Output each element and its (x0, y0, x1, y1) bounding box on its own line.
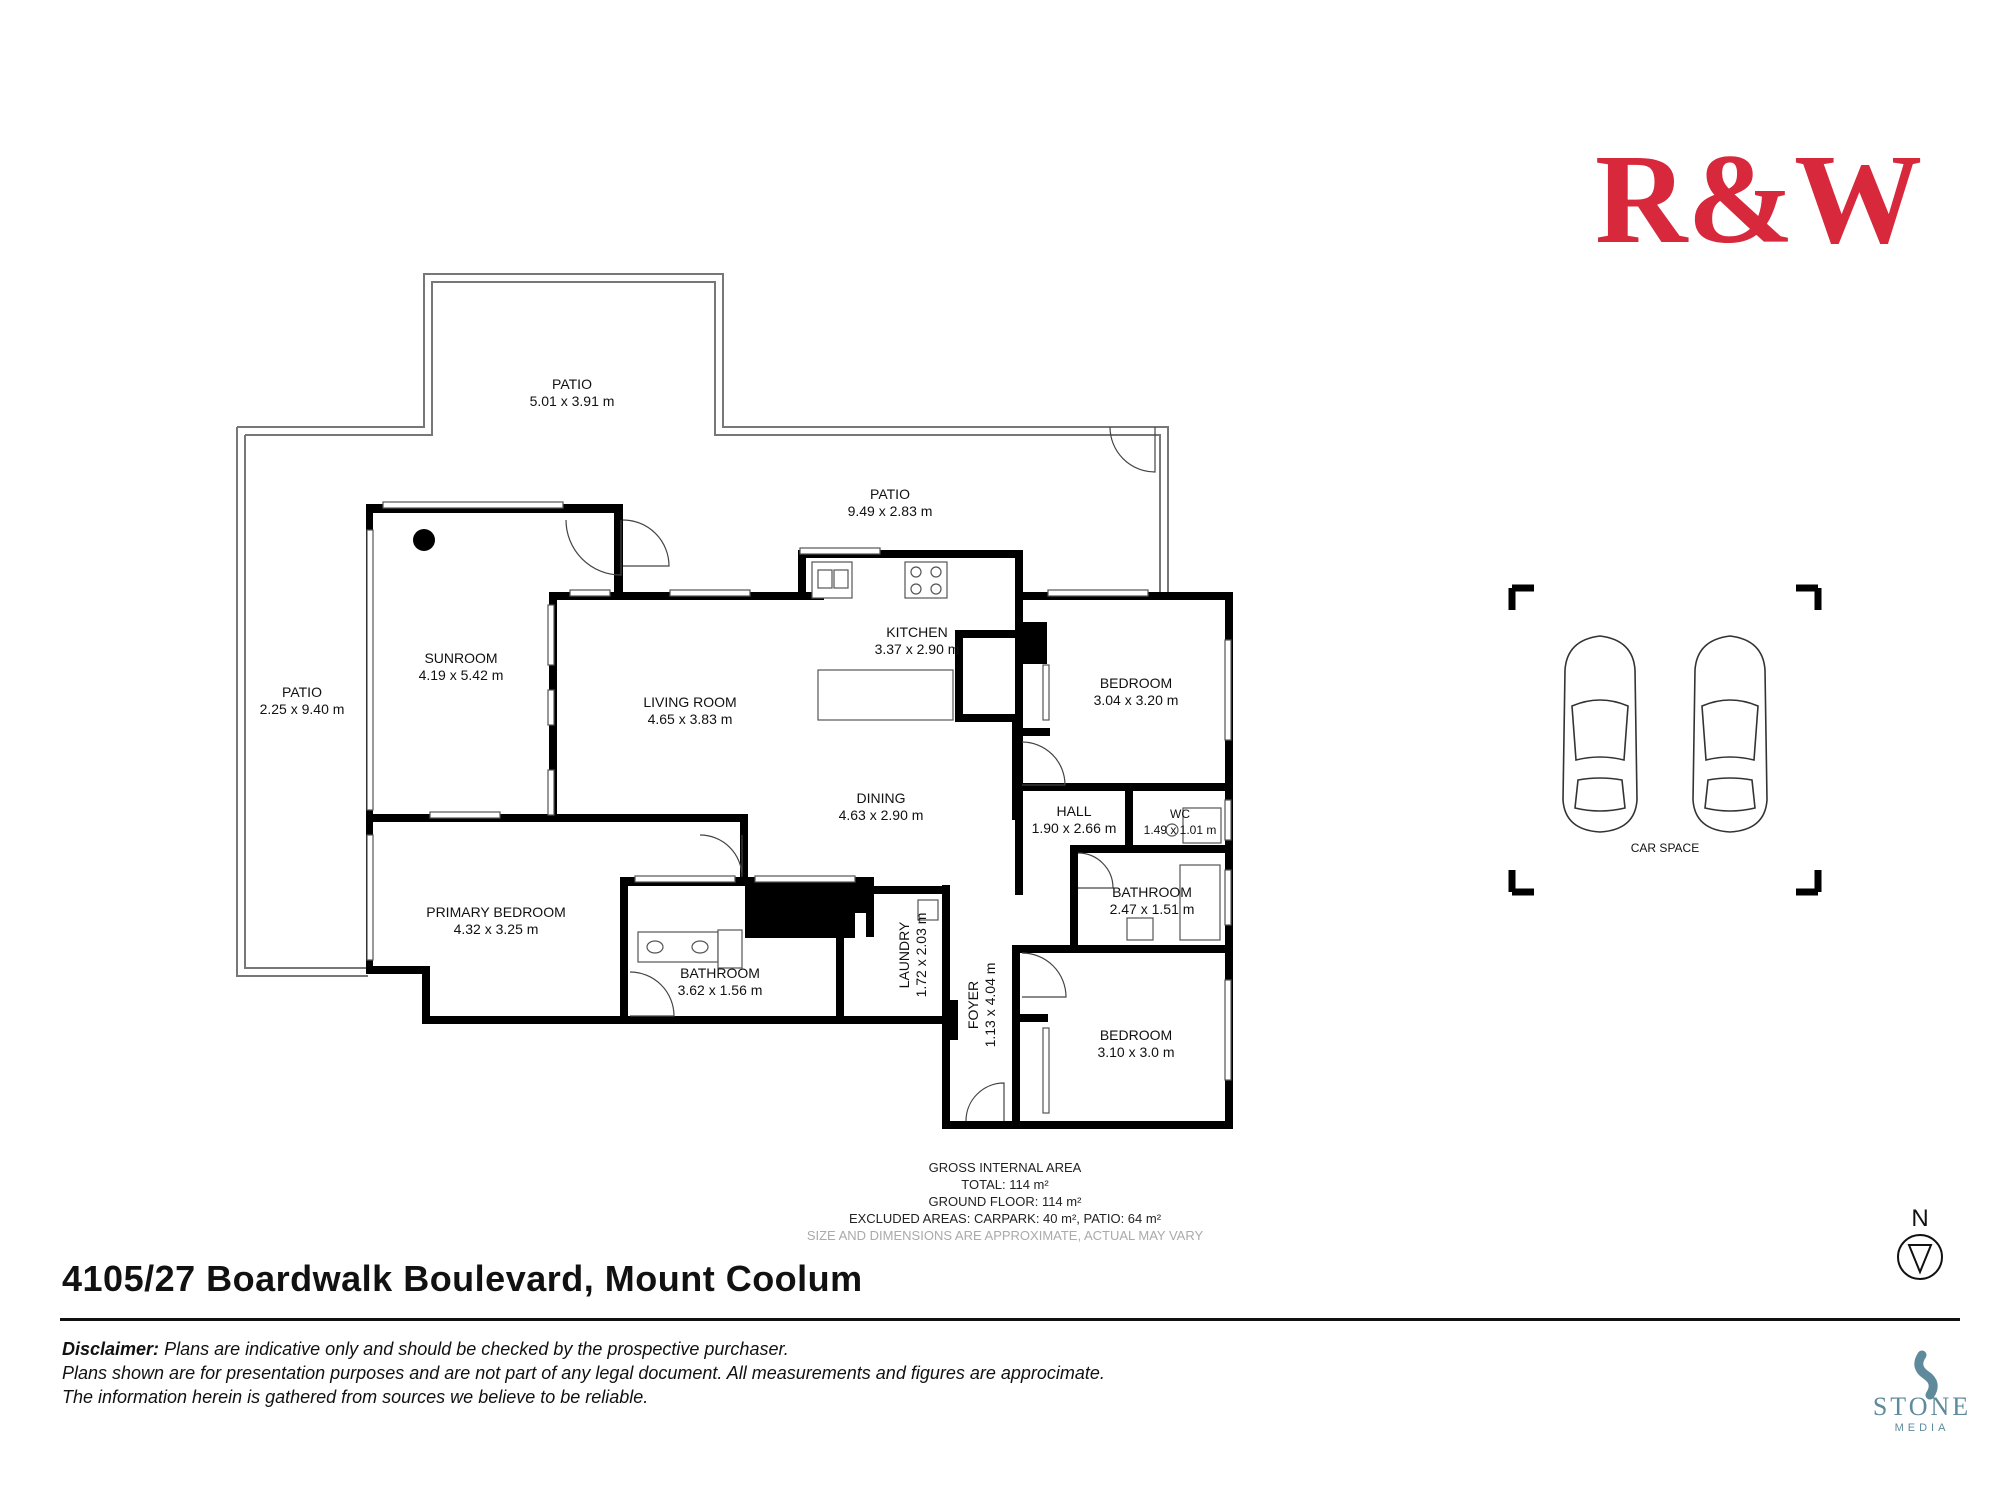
divider (60, 1318, 1960, 1321)
svg-text:3.62 x 1.56 m: 3.62 x 1.56 m (678, 982, 763, 998)
svg-text:4.65 x 3.83 m: 4.65 x 3.83 m (648, 711, 733, 727)
svg-text:N: N (1911, 1205, 1928, 1232)
svg-text:HALL: HALL (1056, 803, 1091, 819)
disclaimer-line-1: Plans are indicative only and should be … (164, 1339, 789, 1359)
svg-text:FOYER: FOYER (965, 981, 981, 1029)
svg-text:GROUND FLOOR: 114 m²: GROUND FLOOR: 114 m² (929, 1194, 1083, 1209)
svg-text:3.04 x 3.20 m: 3.04 x 3.20 m (1094, 692, 1179, 708)
room-label-bathroom-1: BATHROOM 3.62 x 1.56 m (678, 965, 763, 998)
car-icon (1692, 635, 1768, 833)
svg-text:PRIMARY BEDROOM: PRIMARY BEDROOM (426, 904, 566, 920)
svg-text:TOTAL: 114 m²: TOTAL: 114 m² (961, 1177, 1049, 1192)
stone-media-mark-icon (1914, 1350, 1938, 1400)
svg-text:3.37 x 2.90 m: 3.37 x 2.90 m (875, 641, 960, 657)
svg-text:9.49 x 2.83 m: 9.49 x 2.83 m (848, 503, 933, 519)
room-label-laundry: LAUNDRY 1.72 x 2.03 m (896, 913, 929, 998)
svg-text:1.49 x 1.01 m: 1.49 x 1.01 m (1144, 823, 1217, 837)
svg-text:BEDROOM: BEDROOM (1100, 675, 1172, 691)
svg-text:4.32 x 3.25 m: 4.32 x 3.25 m (454, 921, 539, 937)
svg-text:1.13 x 4.04 m: 1.13 x 4.04 m (982, 963, 998, 1048)
room-label-patio-left: PATIO 2.25 x 9.40 m (260, 684, 345, 717)
gross-internal-area: GROSS INTERNAL AREA TOTAL: 114 m² GROUND… (807, 1160, 1204, 1243)
room-label-patio-top: PATIO 5.01 x 3.91 m (530, 376, 615, 409)
svg-text:GROSS INTERNAL AREA: GROSS INTERNAL AREA (929, 1160, 1082, 1175)
room-label-bathroom-2: BATHROOM 2.47 x 1.51 m (1110, 884, 1195, 917)
svg-text:1.72 x 2.03 m: 1.72 x 2.03 m (913, 913, 929, 998)
room-label-hall: HALL 1.90 x 2.66 m (1032, 803, 1117, 836)
room-label-bedroom-2: BEDROOM 3.10 x 3.0 m (1097, 1027, 1174, 1060)
svg-text:3.10 x 3.0 m: 3.10 x 3.0 m (1097, 1044, 1174, 1060)
disclaimer-line-3: The information herein is gathered from … (62, 1387, 649, 1407)
room-label-bedroom-1: BEDROOM 3.04 x 3.20 m (1094, 675, 1179, 708)
room-label-dining: DINING 4.63 x 2.90 m (839, 790, 924, 823)
room-label-wc: WC 1.49 x 1.01 m (1144, 807, 1217, 837)
stone-media-logo: STONE MEDIA (1872, 1392, 1972, 1434)
svg-text:BEDROOM: BEDROOM (1100, 1027, 1172, 1043)
room-label-foyer: FOYER 1.13 x 4.04 m (965, 963, 998, 1048)
svg-text:2.47 x 1.51 m: 2.47 x 1.51 m (1110, 901, 1195, 917)
svg-text:KITCHEN: KITCHEN (886, 624, 947, 640)
svg-text:4.19 x 5.42 m: 4.19 x 5.42 m (419, 667, 504, 683)
car-icon (1562, 635, 1638, 833)
rw-logo: R&W (1595, 128, 1922, 270)
room-label-patio-mid: PATIO 9.49 x 2.83 m (848, 486, 933, 519)
room-label-living-room: LIVING ROOM 4.65 x 3.83 m (643, 694, 736, 727)
svg-text:EXCLUDED AREAS: CARPARK: 40 m²: EXCLUDED AREAS: CARPARK: 40 m², PATIO: 6… (849, 1211, 1162, 1226)
sunroom-column (413, 529, 435, 551)
svg-text:BATHROOM: BATHROOM (1112, 884, 1192, 900)
room-label-sunroom: SUNROOM 4.19 x 5.42 m (419, 650, 504, 683)
car-space-label: CAR SPACE (1631, 841, 1699, 855)
property-address: 4105/27 Boardwalk Boulevard, Mount Coolu… (62, 1258, 863, 1299)
disclaimer-label: Disclaimer: (62, 1339, 160, 1359)
car-space: CAR SPACE (1508, 584, 1822, 896)
doors (565, 519, 1114, 1122)
svg-text:PATIO: PATIO (282, 684, 322, 700)
disclaimer-line-2: Plans shown are for presentation purpose… (62, 1363, 1105, 1383)
svg-text:LAUNDRY: LAUNDRY (896, 921, 912, 988)
windows (366, 501, 1232, 1114)
svg-text:WC: WC (1170, 807, 1190, 821)
room-label-kitchen: KITCHEN 3.37 x 2.90 m (875, 624, 960, 657)
room-label-primary-bedroom: PRIMARY BEDROOM 4.32 x 3.25 m (426, 904, 566, 937)
fixtures (413, 529, 1222, 969)
svg-text:LIVING ROOM: LIVING ROOM (643, 694, 736, 710)
svg-text:PATIO: PATIO (552, 376, 592, 392)
svg-text:5.01 x 3.91 m: 5.01 x 3.91 m (530, 393, 615, 409)
svg-text:DINING: DINING (857, 790, 906, 806)
svg-text:1.90 x 2.66 m: 1.90 x 2.66 m (1032, 820, 1117, 836)
compass: N (1897, 1205, 1943, 1280)
svg-text:BATHROOM: BATHROOM (680, 965, 760, 981)
svg-text:SIZE AND DIMENSIONS ARE APPROX: SIZE AND DIMENSIONS ARE APPROXIMATE, ACT… (807, 1228, 1204, 1243)
svg-text:4.63 x 2.90 m: 4.63 x 2.90 m (839, 807, 924, 823)
stone-media-sub: MEDIA (1894, 1422, 1950, 1434)
svg-text:SUNROOM: SUNROOM (424, 650, 497, 666)
svg-text:PATIO: PATIO (870, 486, 910, 502)
svg-text:2.25 x 9.40 m: 2.25 x 9.40 m (260, 701, 345, 717)
disclaimer: Disclaimer: Plans are indicative only an… (62, 1337, 1105, 1409)
stone-media-name: STONE (1872, 1392, 1972, 1421)
patio-outline (236, 273, 1169, 977)
walls (366, 504, 1233, 1129)
